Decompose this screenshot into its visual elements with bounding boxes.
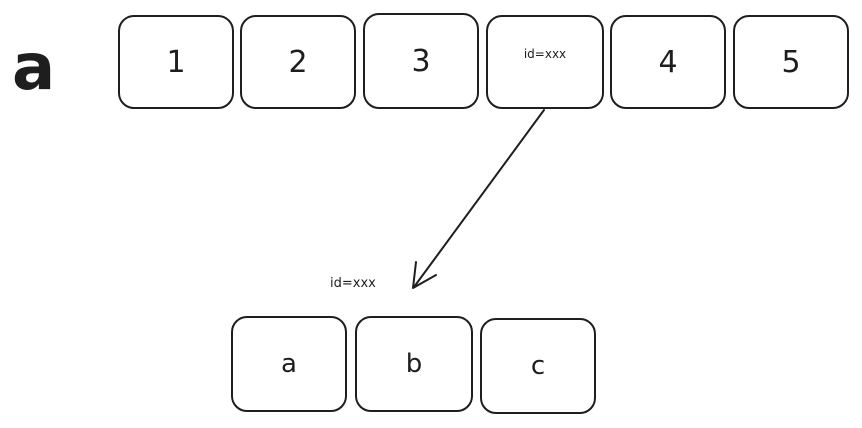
top-cell-3-label: 3 — [411, 43, 431, 79]
bottom-cell-a: a — [231, 316, 347, 412]
top-cell-5: 5 — [733, 15, 849, 109]
top-cell-2-label: 2 — [288, 44, 308, 80]
top-cell-4-label: 4 — [658, 44, 678, 80]
top-cell-pointer-label: id=xxx — [523, 47, 567, 61]
top-cell-3: 3 — [363, 13, 479, 109]
top-cell-1: 1 — [118, 15, 234, 109]
top-cell-2: 2 — [240, 15, 356, 109]
bottom-cell-a-label: a — [281, 349, 297, 379]
bottom-cell-b: b — [355, 316, 473, 412]
array-name-label: a — [12, 31, 56, 105]
top-cell-4: 4 — [610, 15, 726, 109]
bottom-cell-c-label: c — [530, 351, 546, 381]
bottom-cell-c: c — [480, 318, 596, 414]
top-cell-1-label: 1 — [166, 44, 186, 80]
top-cell-5-label: 5 — [781, 44, 801, 80]
top-cell-pointer: id=xxx — [486, 15, 604, 109]
bottom-cell-b-label: b — [405, 349, 423, 379]
nested-array-id-label: id=xxx — [330, 276, 376, 291]
